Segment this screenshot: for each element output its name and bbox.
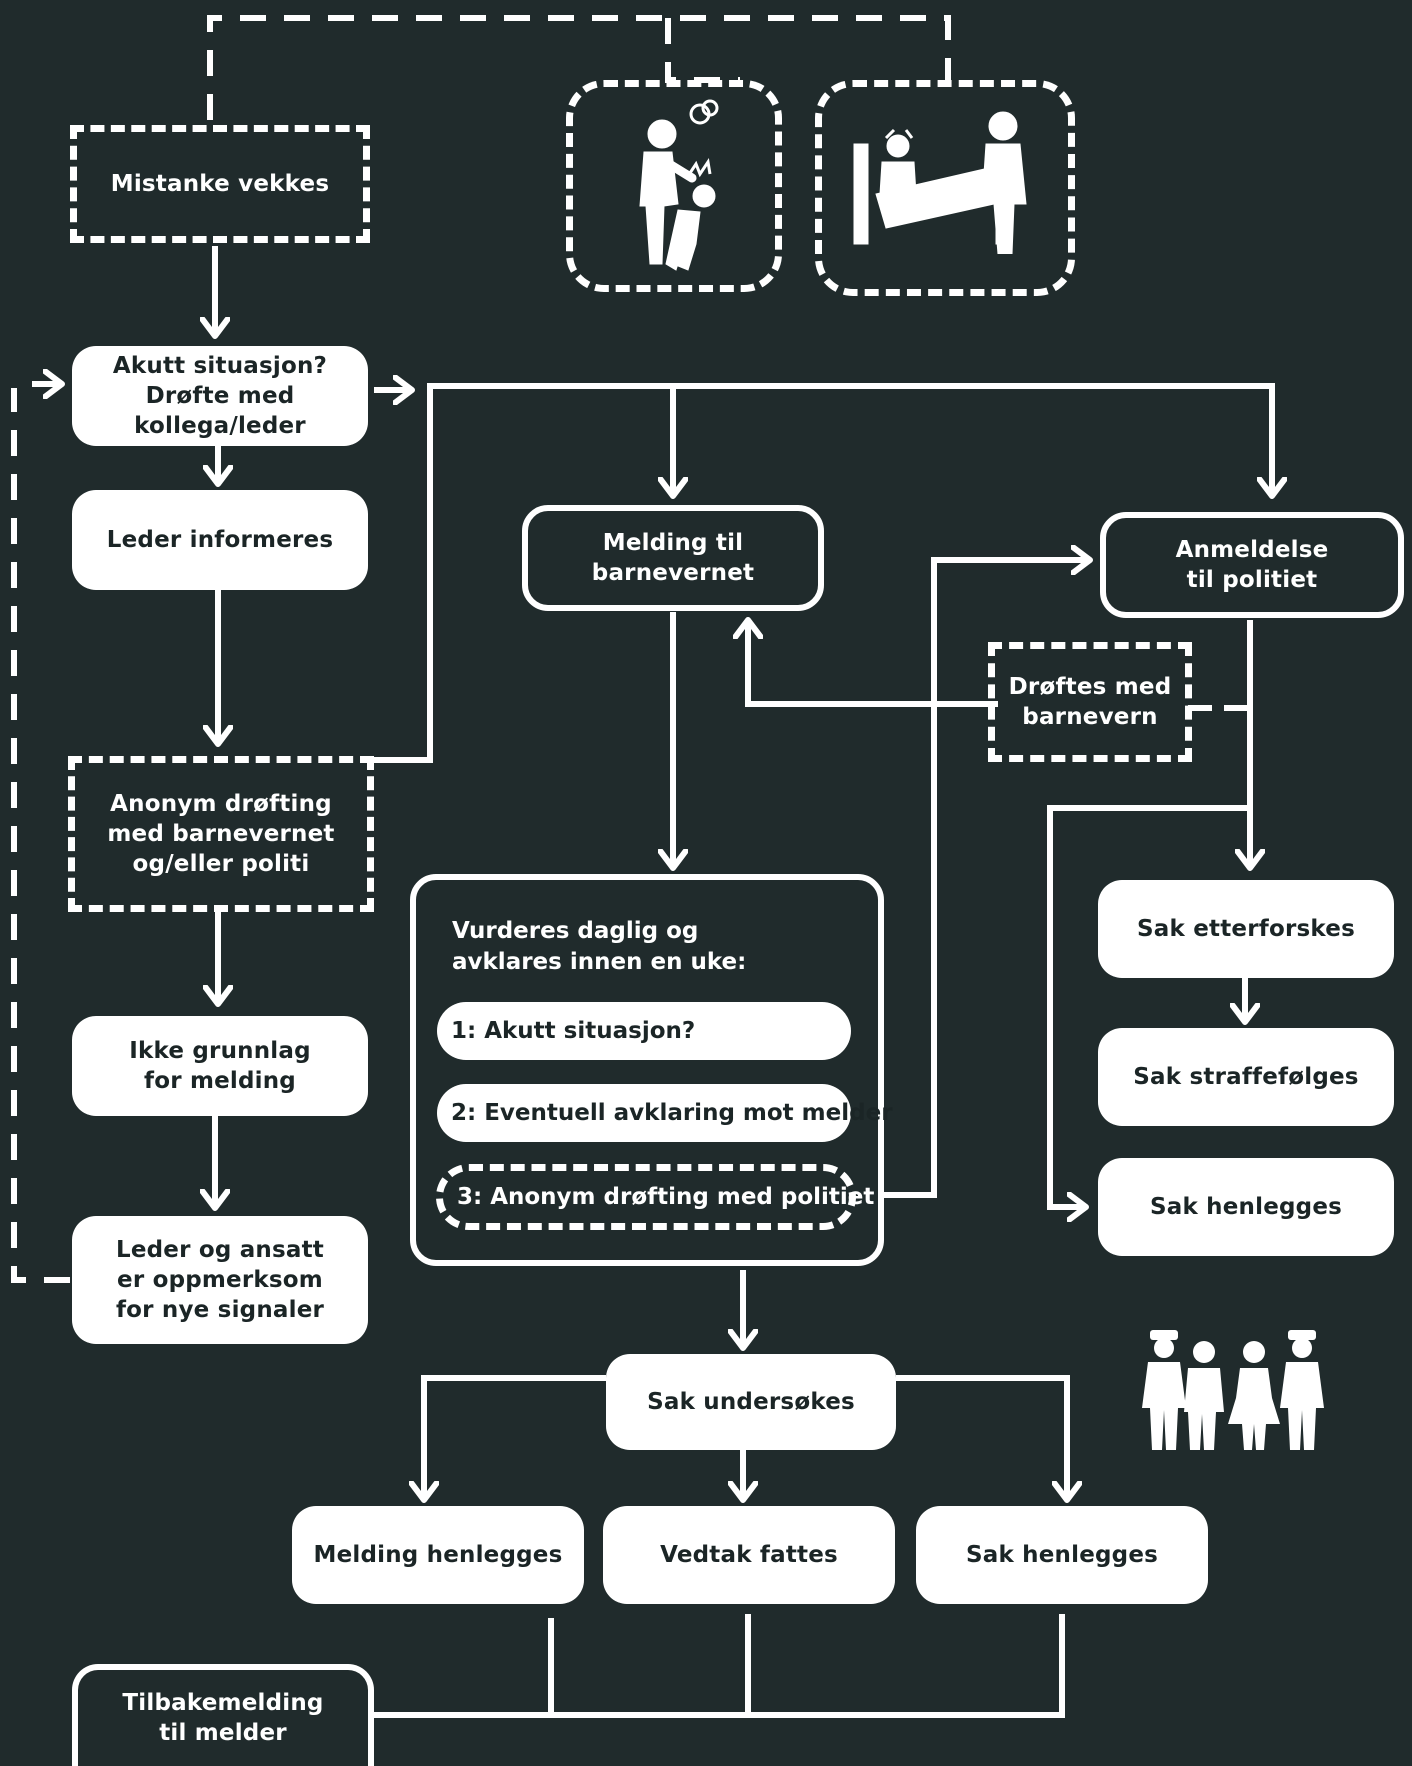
node-droftes-barnevern: Drøftes med barnevern: [988, 642, 1192, 762]
step-1-akutt: 1: Akutt situasjon?: [437, 1002, 851, 1060]
step-2-avklaring: 2: Eventuell avklaring mot melder: [437, 1084, 893, 1142]
node-sak-etterforskes: Sak etterforskes: [1098, 880, 1394, 978]
node-leder-ansatt-oppmerksom: Leder og ansatt er oppmerksom for nye si…: [72, 1216, 368, 1344]
connector-undersokes-left: [424, 1375, 606, 1500]
node-sak-henlegges: Sak henlegges: [916, 1506, 1208, 1604]
node-sak-undersokes: Sak undersøkes: [606, 1354, 896, 1450]
connector-undersokes-right: [896, 1375, 1067, 1500]
node-mistanke-vekkes: Mistanke vekkes: [70, 125, 370, 243]
child-neglect-icon: [853, 111, 1027, 254]
step-3-anonym-politi: 3: Anonym drøfting med politiet: [436, 1164, 874, 1230]
connector-top-bus: [372, 383, 1272, 763]
connector-top-dashed-loop: [207, 15, 951, 120]
connector-loop-spur: [665, 18, 740, 83]
connector-to-henlegges-politi: [1047, 805, 1250, 1207]
police-arrest-icon: [1142, 1330, 1324, 1450]
node-akutt-situasjon: Akutt situasjon? Drøfte med kollega/lede…: [72, 346, 368, 446]
node-anonym-drofting: Anonym drøfting med barnevernet og/eller…: [68, 756, 374, 912]
child-neglect-picto-frame: [815, 80, 1075, 296]
child-abuse-picto-frame: [566, 80, 782, 292]
node-sak-straffefolges: Sak straffefølges: [1098, 1028, 1394, 1126]
node-melding-barnevernet: Melding til barnevernet: [522, 505, 824, 611]
node-tilbakemelding-melder: Tilbakemelding til melder: [72, 1664, 374, 1766]
connector-droftes-melding: [748, 620, 998, 707]
node-leder-informeres: Leder informeres: [72, 490, 368, 590]
connector-bottom-merge: [372, 1614, 1065, 1718]
child-abuse-icon: [639, 99, 719, 271]
node-ikke-grunnlag: Ikke grunnlag for melding: [72, 1016, 368, 1116]
node-vedtak-fattes: Vedtak fattes: [603, 1506, 895, 1604]
connector-left-dashed-feedback: [11, 388, 70, 1283]
node-melding-henlegges: Melding henlegges: [292, 1506, 584, 1604]
node-anmeldelse-politiet: Anmeldelse til politiet: [1100, 512, 1404, 618]
node-sak-henlegges-politi: Sak henlegges: [1098, 1158, 1394, 1256]
connector-step3-anmeldelse: [850, 560, 1090, 1198]
vurderes-title: Vurderes daglig og avklares innen en uke…: [452, 918, 747, 975]
node-vurderes-container: [410, 874, 884, 1266]
